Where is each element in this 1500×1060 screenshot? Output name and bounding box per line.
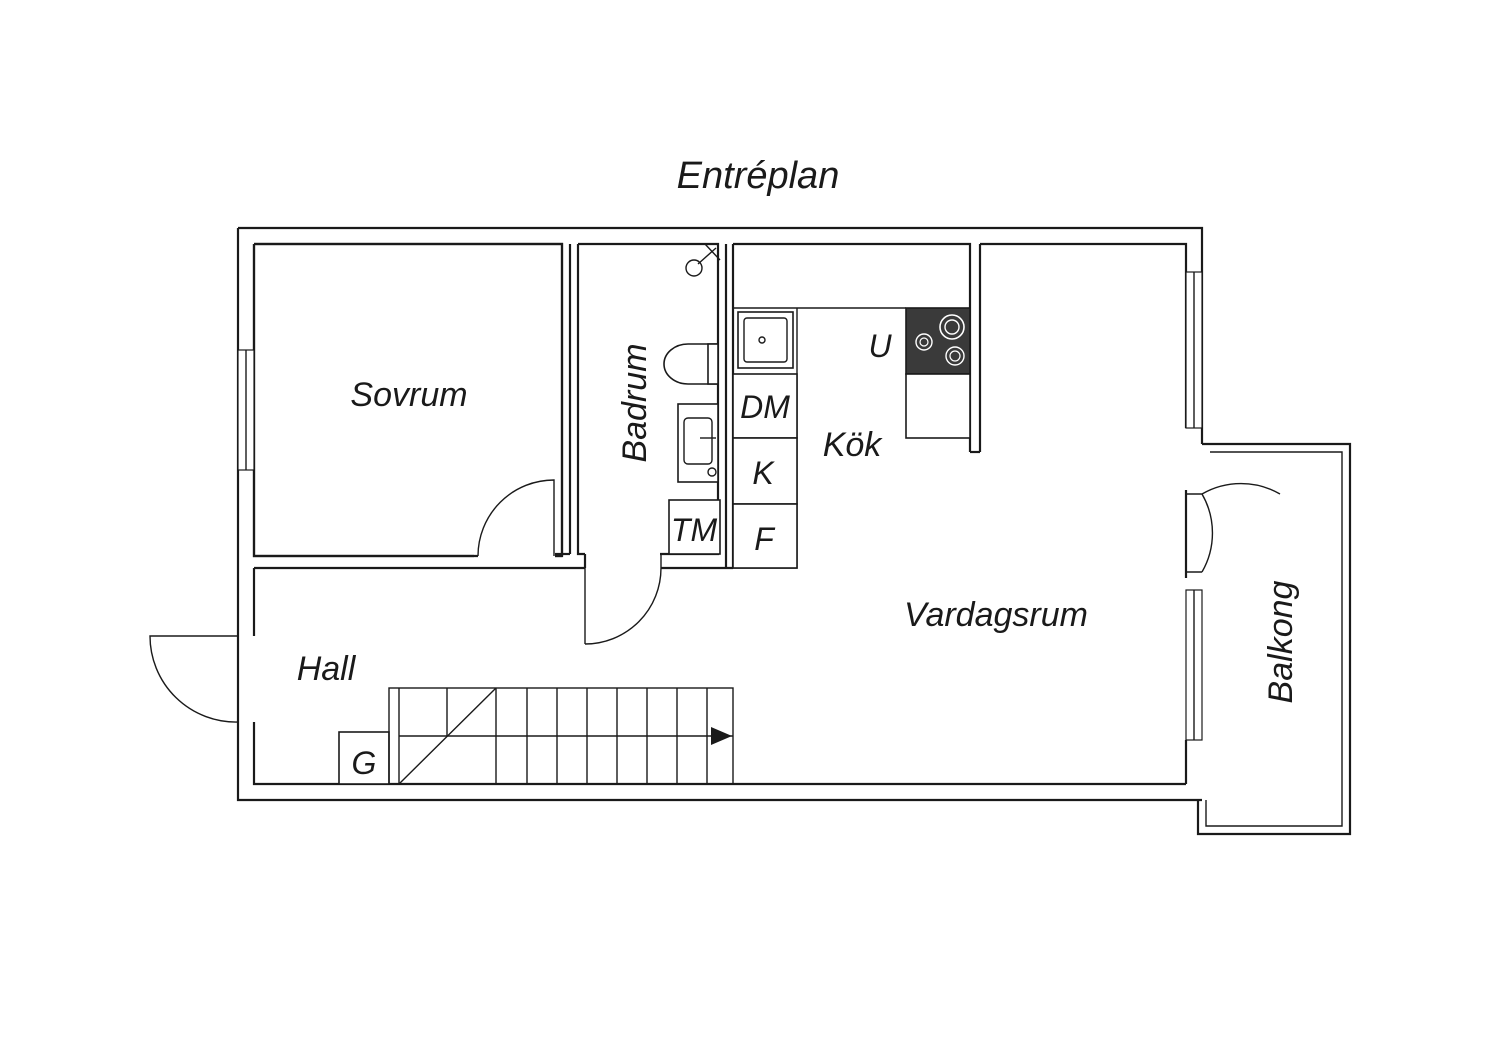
wardrobe-box (338, 731, 390, 785)
stair-arrow-icon (711, 727, 732, 745)
bathroom-label: Badrum (616, 343, 654, 462)
counter-box (905, 373, 971, 439)
dishwasher-box (732, 373, 798, 439)
freezer-label: F (754, 521, 776, 557)
dishwasher-label: DM (740, 389, 790, 425)
bathroom: TM Badrum (555, 242, 733, 645)
hall: Hall G (297, 650, 390, 785)
cooktop-icon (905, 307, 971, 375)
bedroom (237, 242, 564, 558)
bedroom-label: Sovrum (350, 376, 467, 414)
balcony: Balkong (1196, 442, 1352, 836)
kitchen-label: Kök (823, 426, 884, 464)
freezer-box (732, 503, 798, 569)
washer-label: TM (671, 512, 718, 548)
kitchen-sink-icon (737, 311, 794, 369)
living-room: Vardagsrum (904, 271, 1281, 741)
hall-walls (149, 566, 1186, 786)
wardrobe-label: G (352, 745, 377, 781)
balcony-label: Balkong (1262, 580, 1300, 703)
washer-box (668, 499, 721, 555)
bathroom-door (584, 554, 662, 645)
bedroom-door (477, 479, 555, 557)
shower-icon (685, 243, 721, 277)
fridge-box (732, 437, 798, 505)
entrance-door (149, 635, 239, 723)
plan-title: Entréplan (677, 155, 840, 197)
oven-label: U (868, 328, 892, 364)
stairs (388, 687, 734, 785)
toilet-icon (663, 343, 719, 385)
bath-sink-icon (677, 403, 719, 483)
hall-label: Hall (297, 650, 357, 688)
kitchen: DM K F U Kök (732, 307, 971, 569)
fridge-label: K (752, 455, 775, 491)
living-room-label: Vardagsrum (904, 596, 1088, 634)
balcony-door (1186, 482, 1281, 573)
